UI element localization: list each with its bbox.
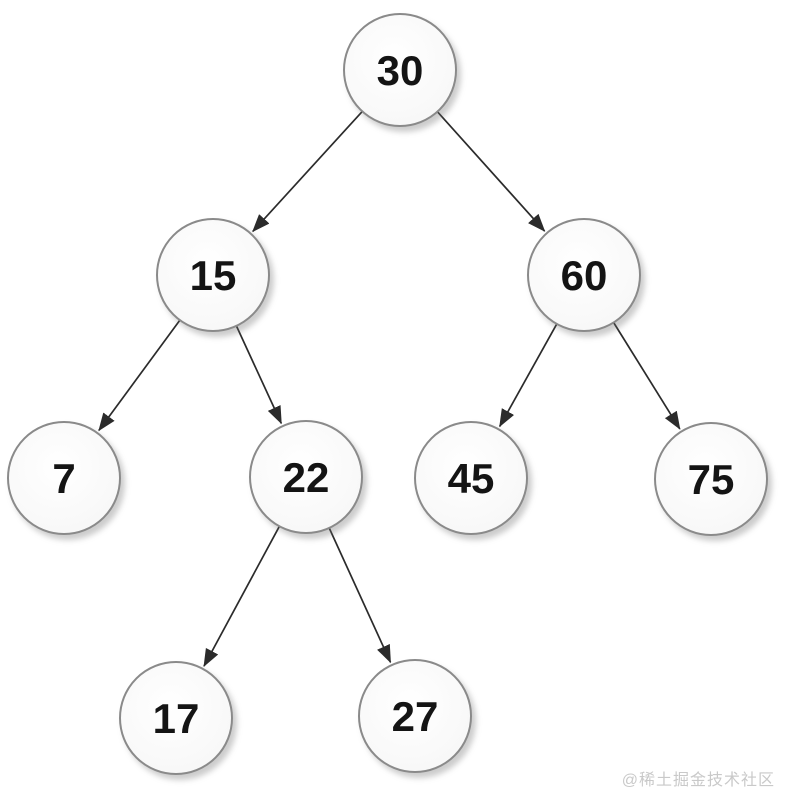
node-circle bbox=[654, 422, 768, 536]
node-label: 17 bbox=[153, 695, 200, 742]
tree-node-17: 17 bbox=[119, 661, 233, 775]
tree-node-7: 7 bbox=[7, 421, 121, 535]
tree-node-30: 30 bbox=[343, 13, 457, 127]
edge-15-22 bbox=[235, 325, 283, 425]
edges-layer bbox=[98, 110, 681, 667]
nodes-layer: 30 15 60 7 22 45 75 17 27 bbox=[7, 13, 768, 775]
node-label: 45 bbox=[448, 455, 495, 502]
node-label: 30 bbox=[377, 47, 424, 94]
edge-60-75 bbox=[612, 322, 681, 430]
tree-node-22: 22 bbox=[249, 420, 363, 534]
edge-30-15 bbox=[252, 110, 363, 233]
edge-30-60 bbox=[436, 111, 546, 232]
edge-22-27 bbox=[328, 527, 392, 664]
node-circle bbox=[156, 218, 270, 332]
node-circle bbox=[343, 13, 457, 127]
node-label: 60 bbox=[561, 252, 608, 299]
node-circle bbox=[119, 661, 233, 775]
edge-22-17 bbox=[203, 525, 281, 667]
node-label: 22 bbox=[283, 454, 330, 501]
node-circle bbox=[527, 218, 641, 332]
node-circle bbox=[414, 421, 528, 535]
node-label: 15 bbox=[190, 252, 237, 299]
edge-15-7 bbox=[98, 319, 181, 432]
edge-60-45 bbox=[498, 323, 558, 428]
node-circle bbox=[358, 659, 472, 773]
node-circle bbox=[249, 420, 363, 534]
node-label: 27 bbox=[392, 693, 439, 740]
tree-node-75: 75 bbox=[654, 422, 768, 536]
node-label: 7 bbox=[52, 455, 75, 502]
node-circle bbox=[7, 421, 121, 535]
tree-node-45: 45 bbox=[414, 421, 528, 535]
tree-node-60: 60 bbox=[527, 218, 641, 332]
node-label: 75 bbox=[688, 456, 735, 503]
tree-node-15: 15 bbox=[156, 218, 270, 332]
tree-node-27: 27 bbox=[358, 659, 472, 773]
watermark: @稀土掘金技术社区 bbox=[621, 772, 775, 789]
